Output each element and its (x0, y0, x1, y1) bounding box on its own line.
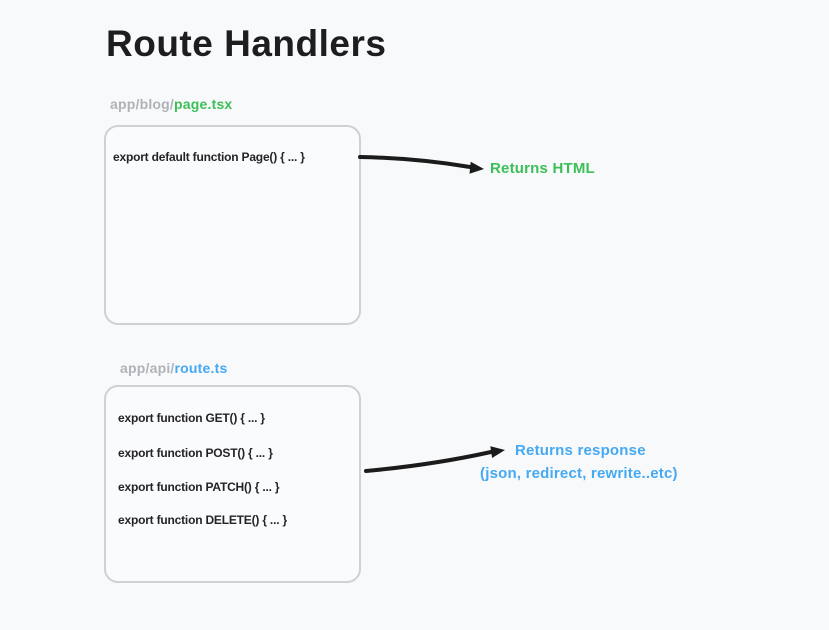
annotation-returns-html: Returns HTML (490, 160, 595, 177)
code-line: export function DELETE() { ... } (118, 513, 287, 527)
code-line: export default function Page() { ... } (113, 150, 305, 164)
code-line: export function GET() { ... } (118, 411, 265, 425)
code-box-page: export default function Page() { ... } (104, 125, 361, 325)
file-name-segment: page.tsx (174, 96, 233, 112)
file-path-segment: app/api/ (120, 360, 175, 376)
file-path-segment: app/blog/ (110, 96, 175, 112)
file-label-route-ts: app/api/route.ts (120, 360, 227, 376)
code-box-route: export function GET() { ... } export fun… (104, 385, 361, 583)
page-title: Route Handlers (106, 23, 387, 64)
code-line: export function POST() { ... } (118, 446, 273, 460)
code-line: export function PATCH() { ... } (118, 480, 280, 494)
annotation-response-types: (json, redirect, rewrite..etc) (480, 465, 678, 482)
arrow-up-right-icon (364, 446, 505, 473)
file-label-page-tsx: app/blog/page.tsx (110, 96, 232, 112)
arrow-right-icon (358, 155, 484, 174)
annotation-returns-response: Returns response (515, 442, 646, 459)
file-name-segment: route.ts (174, 360, 228, 376)
